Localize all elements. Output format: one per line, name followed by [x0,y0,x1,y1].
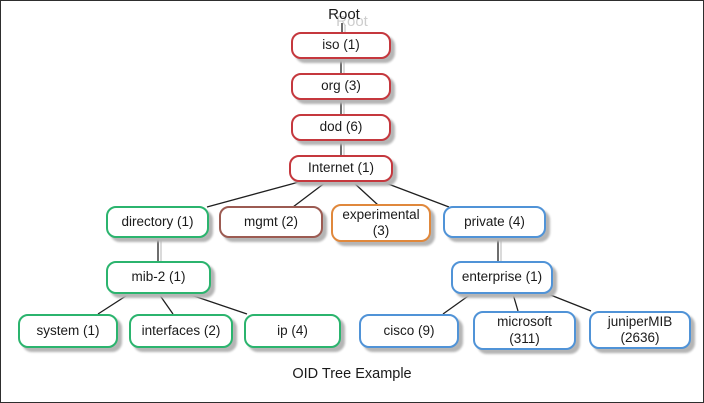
edge-mib-2-system [97,293,130,315]
root-label-text: Root [328,6,360,23]
node-experimental: experimental (3) [331,204,431,242]
root-label-shadow: Root [336,13,368,30]
node-iso: iso (1) [291,32,391,59]
node-enterprise: enterprise (1) [451,261,553,294]
node-org: org (3) [291,73,391,100]
node-microsoft: microsoft (311) [473,311,576,350]
node-juniperMIB: juniperMIB (2636) [589,311,691,349]
node-internet: Internet (1) [289,155,393,182]
edge-internet-mgmt [292,181,327,208]
diagram-caption: OID Tree Example [292,366,412,382]
edge-internet-private [382,181,450,208]
node-mib-2: mib-2 (1) [106,261,211,294]
edge-mib-2-ip [187,293,248,315]
node-private: private (4) [443,206,546,238]
edge-internet-experimental [352,181,379,206]
edge-internet-directory [206,181,300,208]
node-system: system (1) [18,314,118,348]
edge-mib-2-interfaces [158,293,174,315]
node-interfaces: interfaces (2) [129,314,233,348]
node-cisco: cisco (9) [359,314,459,348]
node-dod: dod (6) [291,114,391,141]
node-directory: directory (1) [106,206,209,238]
root-label: Root Root [317,6,371,30]
edge-enterprise-cisco [442,293,472,315]
edge-enterprise-microsoft [512,293,519,312]
node-ip: ip (4) [244,314,341,348]
edge-enterprise-juniperMIB [547,293,592,312]
node-mgmt: mgmt (2) [219,206,323,238]
